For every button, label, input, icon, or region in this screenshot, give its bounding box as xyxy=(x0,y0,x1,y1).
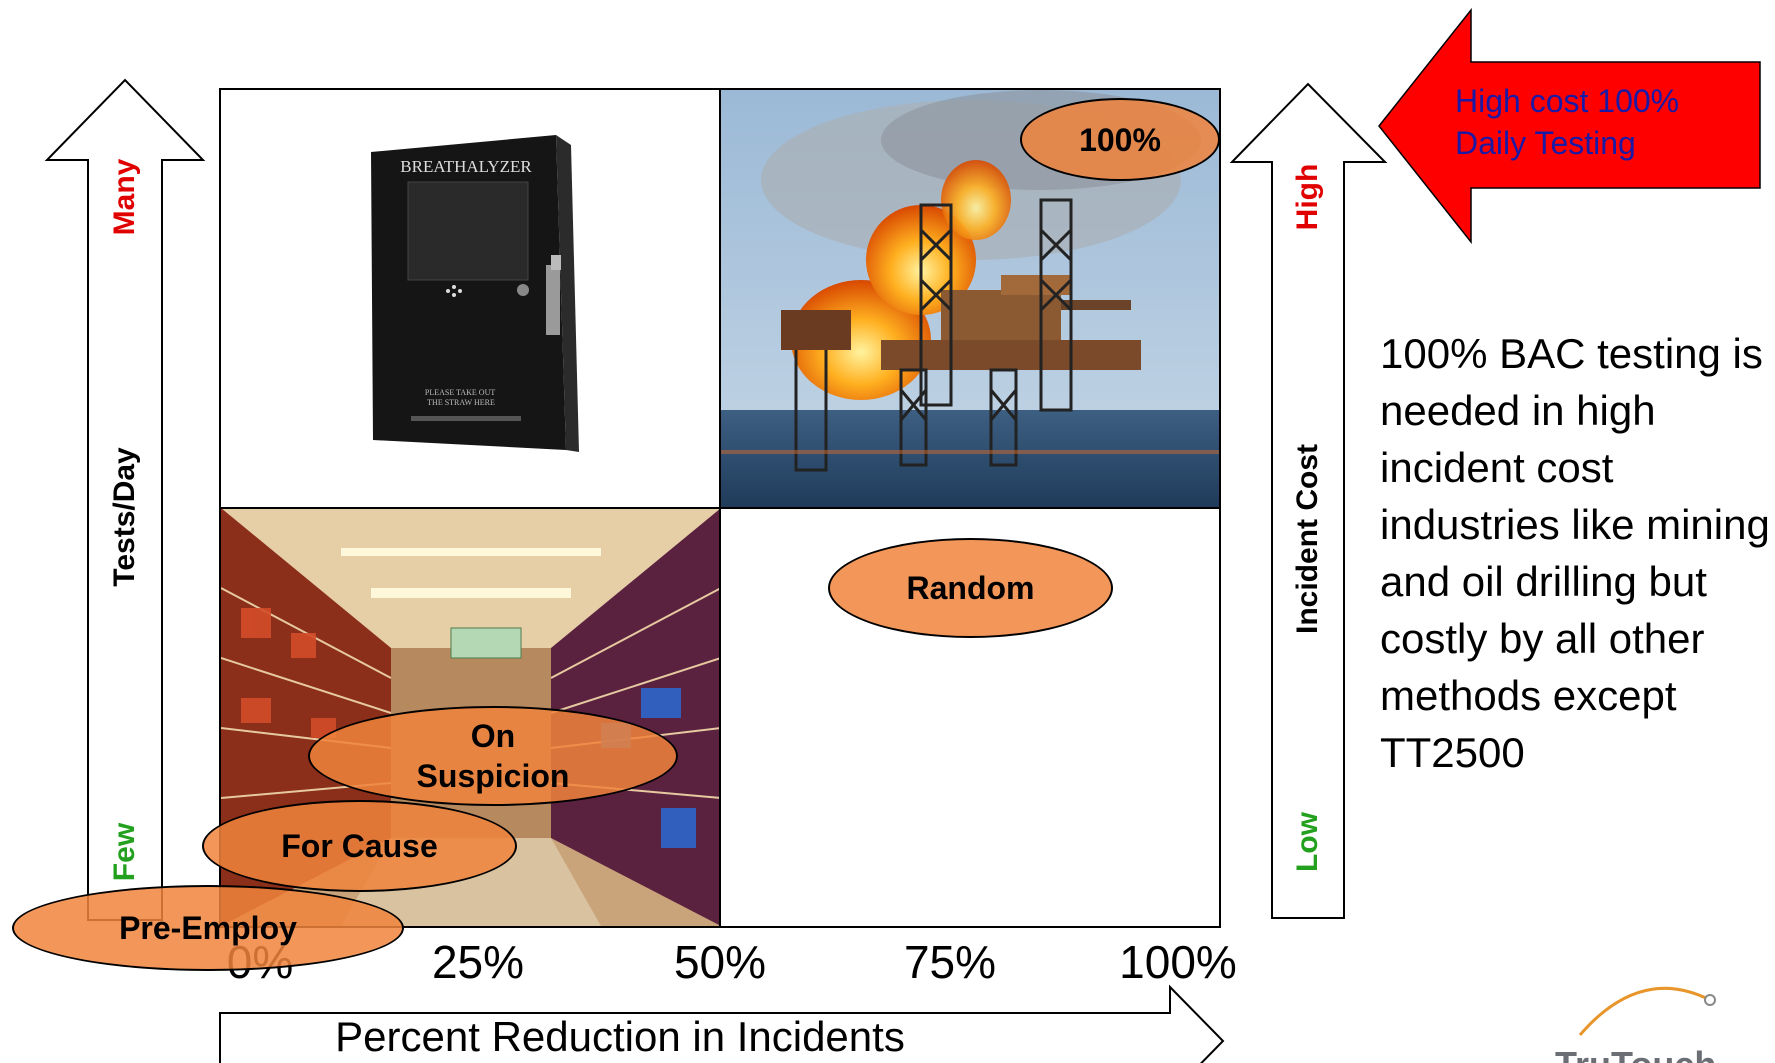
y-axis-right-top-label: High xyxy=(1291,163,1324,231)
callout-arrow xyxy=(1378,7,1761,245)
x-axis-title: Percent Reduction in Incidents xyxy=(335,1013,905,1060)
x-tick-75: 75% xyxy=(903,936,997,988)
callout-text: High cost 100% Daily Testing xyxy=(1455,83,1680,161)
trutouch-logo: TruTouch xyxy=(1555,986,1716,1063)
oval-for-cause: For Cause xyxy=(202,800,517,892)
oval-100-percent: 100% xyxy=(1020,98,1220,181)
breathalyzer-note: PLEASE TAKE OUT THE STRAW HERE xyxy=(425,388,497,407)
oval-on-suspicion-label: On Suspicion xyxy=(416,718,570,794)
y-axis-left-title: Tests/Day xyxy=(108,447,141,587)
grid-horizontal-divider xyxy=(219,507,1221,509)
breathalyzer-image: BREATHALYZER PLEASE TAKE OUT THE STRAW H… xyxy=(371,135,579,452)
description-text: 100% BAC testing is needed in high incid… xyxy=(1380,330,1770,776)
x-tick-50: 50% xyxy=(673,936,767,988)
oval-random: Random xyxy=(828,538,1113,638)
x-tick-100: 100% xyxy=(1119,936,1237,988)
incident-cost-axis-arrow xyxy=(1229,82,1388,919)
oval-on-suspicion: On Suspicion xyxy=(308,706,678,806)
x-axis-arrow xyxy=(219,984,1225,1063)
y-axis-left-top-label: Many xyxy=(108,158,141,236)
quadrant-top-left: BREATHALYZER PLEASE TAKE OUT THE STRAW H… xyxy=(221,90,721,508)
logo-text: TruTouch xyxy=(1555,1044,1716,1063)
y-axis-right-title: Incident Cost xyxy=(1291,444,1324,635)
y-axis-right-bottom-label: Low xyxy=(1291,812,1324,872)
oval-pre-employ: Pre-Employ xyxy=(12,885,404,971)
x-tick-25: 25% xyxy=(431,936,525,988)
tests-per-day-axis-arrow xyxy=(44,78,206,921)
breathalyzer-title: BREATHALYZER xyxy=(400,157,532,176)
